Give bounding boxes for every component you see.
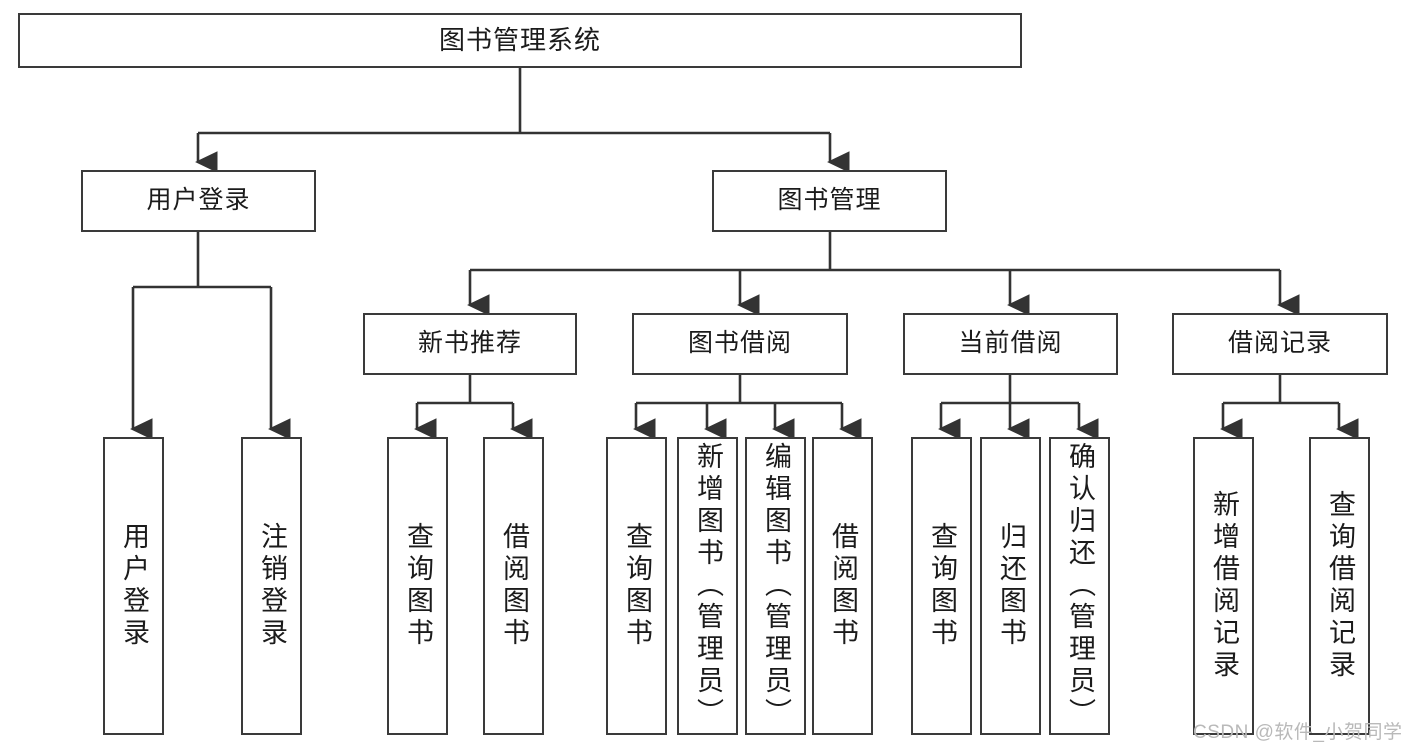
leaf-confirm-return[interactable]: 确认归还（管理员） bbox=[1049, 437, 1110, 735]
node-label: 图书管理系统 bbox=[438, 25, 601, 56]
node-label: 新增图书（管理员） bbox=[693, 442, 723, 730]
node-new-book-recommend[interactable]: 新书推荐 bbox=[363, 313, 577, 375]
leaf-borrow-book-1[interactable]: 借阅图书 bbox=[483, 437, 544, 735]
leaf-query-book-1[interactable]: 查询图书 bbox=[387, 437, 448, 735]
leaf-edit-book[interactable]: 编辑图书（管理员） bbox=[745, 437, 806, 735]
node-label: 借阅图书 bbox=[828, 522, 858, 650]
node-user-login[interactable]: 用户登录 bbox=[81, 170, 316, 232]
node-label: 当前借阅 bbox=[958, 329, 1063, 358]
node-label: 查询图书 bbox=[927, 522, 957, 650]
node-label: 图书管理 bbox=[777, 186, 882, 215]
node-label: 查询图书 bbox=[622, 522, 652, 650]
node-label: 借阅记录 bbox=[1227, 329, 1332, 358]
node-label: 用户登录 bbox=[119, 522, 149, 650]
node-book-manage[interactable]: 图书管理 bbox=[712, 170, 947, 232]
csdn-watermark: CSDN @软件_小贺同学 bbox=[1193, 722, 1403, 743]
node-label: 新增借阅记录 bbox=[1209, 490, 1239, 682]
leaf-user-login[interactable]: 用户登录 bbox=[103, 437, 164, 735]
leaf-query-book-2[interactable]: 查询图书 bbox=[606, 437, 667, 735]
leaf-borrow-book-2[interactable]: 借阅图书 bbox=[812, 437, 873, 735]
node-label: 用户登录 bbox=[146, 186, 251, 215]
leaf-add-borrow-record[interactable]: 新增借阅记录 bbox=[1193, 437, 1254, 735]
node-label: 查询图书 bbox=[403, 522, 433, 650]
node-label: 查询借阅记录 bbox=[1325, 490, 1355, 682]
node-label: 借阅图书 bbox=[499, 522, 529, 650]
leaf-add-book[interactable]: 新增图书（管理员） bbox=[677, 437, 738, 735]
leaf-logout[interactable]: 注销登录 bbox=[241, 437, 302, 735]
node-borrow-record[interactable]: 借阅记录 bbox=[1172, 313, 1388, 375]
leaf-return-book[interactable]: 归还图书 bbox=[980, 437, 1041, 735]
leaf-query-book-3[interactable]: 查询图书 bbox=[911, 437, 972, 735]
node-label: 图书借阅 bbox=[687, 329, 792, 358]
node-current-borrow[interactable]: 当前借阅 bbox=[903, 313, 1118, 375]
node-root-system[interactable]: 图书管理系统 bbox=[18, 13, 1022, 68]
node-label: 新书推荐 bbox=[417, 329, 522, 358]
node-label: 编辑图书（管理员） bbox=[761, 442, 791, 730]
node-label: 注销登录 bbox=[257, 522, 287, 650]
leaf-query-borrow-record[interactable]: 查询借阅记录 bbox=[1309, 437, 1370, 735]
node-label: 归还图书 bbox=[996, 522, 1026, 650]
node-label: 确认归还（管理员） bbox=[1065, 442, 1095, 730]
node-book-borrow[interactable]: 图书借阅 bbox=[632, 313, 848, 375]
